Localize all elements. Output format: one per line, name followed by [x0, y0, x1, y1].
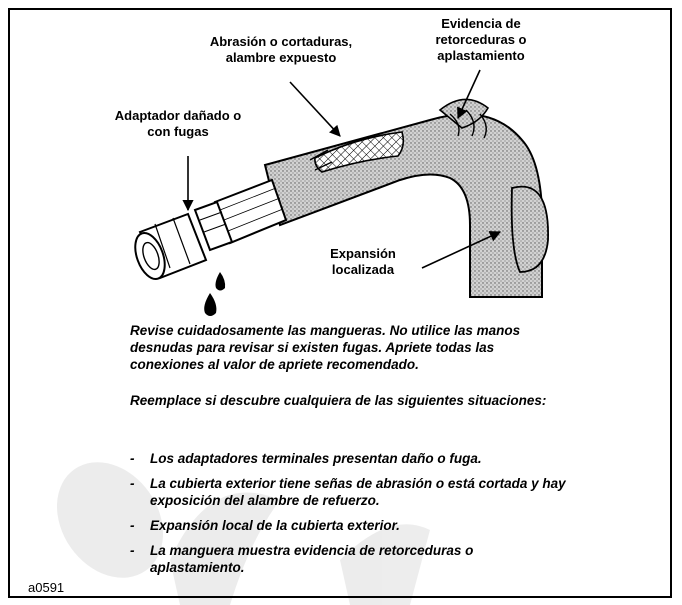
label-retorceduras: Evidencia de retorceduras o aplastamient… — [435, 16, 527, 63]
instructions-lead: Reemplace si descubre cualquiera de las … — [130, 393, 547, 408]
expansion-bulge — [510, 185, 549, 273]
arrow-expansion — [421, 231, 502, 269]
list-item: -La manguera muestra evidencia de retorc… — [130, 543, 474, 575]
kink-ridges — [449, 109, 487, 139]
figure-id: a0591 — [28, 580, 65, 595]
arrow-abrasion — [289, 81, 341, 137]
list-item: -Los adaptadores terminales presentan da… — [130, 451, 482, 466]
label-expansion: Expansión localizada — [330, 246, 396, 277]
leak-drop-2 — [204, 293, 217, 316]
exposed-wire — [314, 131, 405, 173]
arrow-retorceduras — [457, 69, 481, 120]
instructions-intro: Revise cuidadosamente las mangueras. No … — [130, 323, 521, 372]
hose-illustration — [134, 69, 549, 316]
figure-frame: Evidencia de retorceduras o aplastamient… — [8, 8, 672, 598]
hex-nut — [193, 200, 234, 252]
leak-drop-1 — [215, 272, 226, 291]
list-item: -La cubierta exterior tiene señas de abr… — [130, 476, 566, 508]
condition-list: -Los adaptadores terminales presentan da… — [130, 450, 570, 584]
list-item: -Expansión local de la cubierta exterior… — [130, 518, 400, 533]
label-abrasion: Abrasión o cortaduras, alambre expuesto — [209, 34, 353, 65]
label-adaptador: Adaptador dañado o con fugas — [114, 108, 242, 139]
